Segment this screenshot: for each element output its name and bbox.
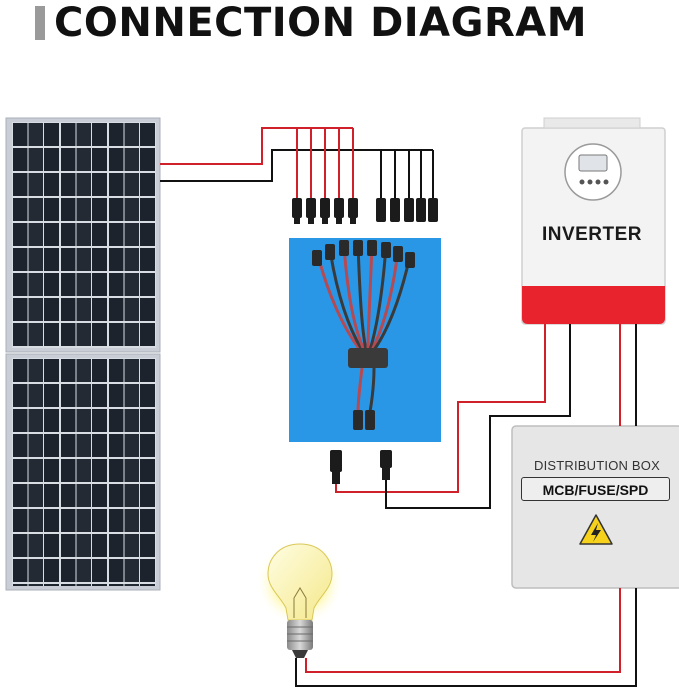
inverter-wires [335,324,571,509]
light-bulb-icon [256,538,344,658]
warning-lightning-icon [579,514,613,545]
title-accent-bar [35,6,45,40]
branch-harness [289,238,441,442]
solar-panel-icon [5,353,161,591]
panel-wires [160,127,434,198]
solar-panel-icon [5,117,161,353]
inverter-label: INVERTER [541,224,643,245]
inverter [521,117,666,325]
page-title: CONNECTION DIAGRAM [54,0,588,46]
mc4-connector-icon [330,450,392,484]
inverter-to-box-wires [619,324,637,426]
distribution-box [511,425,679,589]
box-to-bulb-wires [295,588,637,687]
mc4-connector-icon [292,198,438,224]
distribution-box-sublabel: MCB/FUSE/SPD [521,477,670,501]
inverter-display-icon [564,143,622,201]
distribution-box-label: DISTRIBUTION BOX [534,458,660,473]
